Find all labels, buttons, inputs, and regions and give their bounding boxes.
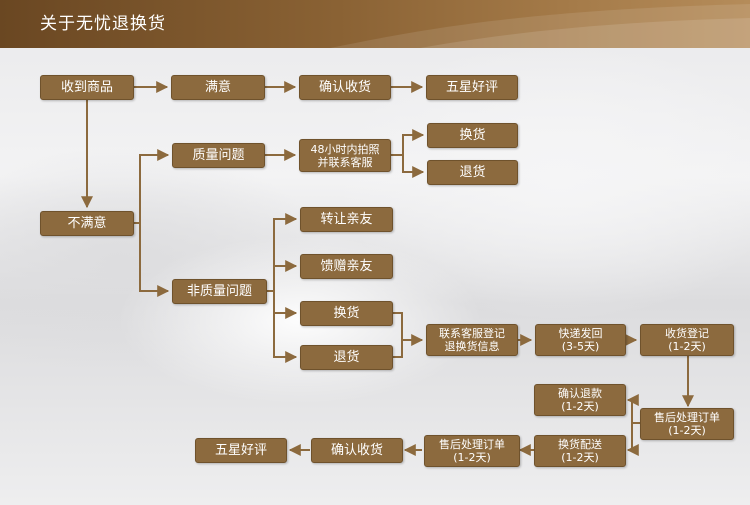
node-label-line2: (3-5天) <box>561 340 600 353</box>
photo-contact-service-node: 48小时内拍照 并联系客服 <box>299 139 391 172</box>
exchange-quality-node: 换货 <box>427 123 518 148</box>
ship-back-node: 快递发回 (3-5天) <box>535 324 626 356</box>
after-sales-order-left-node: 售后处理订单 (1-2天) <box>424 435 520 467</box>
received-goods-node: 收到商品 <box>40 75 134 100</box>
receive-register-node: 收货登记 (1-2天) <box>640 324 734 356</box>
header-bar: 关于无忧退换货 <box>0 0 750 48</box>
five-star-review-bottom-node: 五星好评 <box>195 438 287 463</box>
node-label-line1: 收货登记 <box>665 327 709 340</box>
node-label: 满意 <box>204 80 231 95</box>
node-label-line1: 确认退款 <box>558 387 602 400</box>
node-label: 馈赠亲友 <box>320 259 373 274</box>
node-label: 不满意 <box>67 216 107 231</box>
node-label-line2: 并联系客服 <box>317 155 373 169</box>
node-label-line2: 退换货信息 <box>444 340 500 353</box>
node-label-line2: (1-2天) <box>453 451 491 464</box>
after-sales-order-right-node: 售后处理订单 (1-2天) <box>640 408 734 440</box>
node-label: 退货 <box>333 350 360 365</box>
return-quality-node: 退货 <box>427 160 518 185</box>
node-label: 转让亲友 <box>320 212 373 227</box>
return-nonquality-node: 退货 <box>300 345 393 370</box>
five-star-review-top-node: 五星好评 <box>426 75 518 100</box>
node-label-line1: 快递发回 <box>558 327 603 340</box>
transfer-friend-node: 转让亲友 <box>300 207 393 232</box>
node-label: 五星好评 <box>214 443 267 458</box>
header-wave-decoration <box>330 4 750 48</box>
confirm-receipt-top-node: 确认收货 <box>299 75 391 100</box>
node-label-line2: (1-2天) <box>668 340 706 353</box>
confirm-receipt-bottom-node: 确认收货 <box>311 438 403 463</box>
node-label-line1: 售后处理订单 <box>439 438 505 451</box>
node-label: 换货 <box>459 128 486 143</box>
node-label-line1: 售后处理订单 <box>654 411 720 424</box>
node-label-line2: (1-2天) <box>561 400 599 413</box>
node-label-line1: 换货配送 <box>558 438 602 451</box>
confirm-refund-node: 确认退款 (1-2天) <box>534 384 626 416</box>
node-label-line2: (1-2天) <box>668 424 706 437</box>
node-label: 退货 <box>459 165 486 180</box>
gift-friend-node: 馈赠亲友 <box>300 254 393 279</box>
node-label: 非质量问题 <box>186 284 252 299</box>
exchange-nonquality-node: 换货 <box>300 301 393 326</box>
node-label-line1: 48小时内拍照 <box>310 142 380 156</box>
page-title: 关于无忧退换货 <box>40 14 166 34</box>
node-label: 五星好评 <box>445 80 498 95</box>
node-label-line1: 联系客服登记 <box>439 327 505 340</box>
register-return-info-node: 联系客服登记 退换货信息 <box>426 324 518 356</box>
node-label-line2: (1-2天) <box>561 451 599 464</box>
satisfied-node: 满意 <box>171 75 265 100</box>
node-label: 换货 <box>333 306 360 321</box>
unsatisfied-node: 不满意 <box>40 211 134 236</box>
node-label: 确认收货 <box>318 80 371 95</box>
exchange-delivery-node: 换货配送 (1-2天) <box>534 435 626 467</box>
node-label: 确认收货 <box>330 443 383 458</box>
node-label: 收到商品 <box>60 80 113 95</box>
node-label: 质量问题 <box>192 148 245 163</box>
quality-issue-node: 质量问题 <box>172 143 265 168</box>
non-quality-issue-node: 非质量问题 <box>172 279 267 304</box>
